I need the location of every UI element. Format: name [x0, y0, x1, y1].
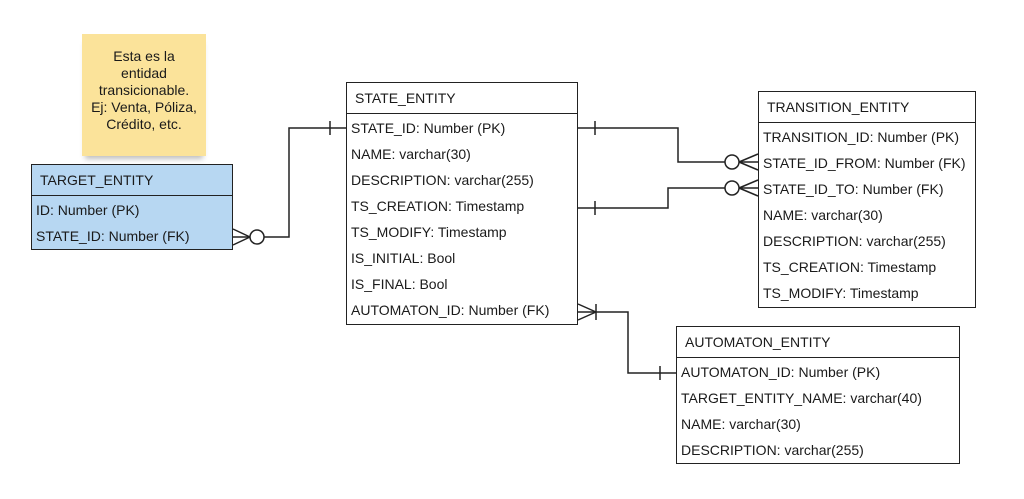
entity-field: IS_INITIAL: Bool	[351, 250, 456, 266]
entity-field: NAME: varchar(30)	[681, 416, 801, 432]
entity-field: NAME: varchar(30)	[351, 146, 471, 162]
entity-field: TS_CREATION: Timestamp	[351, 198, 525, 214]
state-to-transition-from-connector	[578, 121, 759, 171]
entity-field: TS_MODIFY: Timestamp	[763, 285, 919, 301]
entity-field: NAME: varchar(30)	[763, 207, 883, 223]
entity-field: TARGET_ENTITY_NAME: varchar(40)	[681, 390, 922, 406]
note-line: Crédito, etc.	[106, 116, 182, 132]
entity-header: TARGET_ENTITY	[32, 165, 232, 196]
entity-field: IS_FINAL: Bool	[351, 276, 448, 292]
entity-header: AUTOMATON_ENTITY	[677, 327, 959, 358]
state-entity-table[interactable]: STATE_ENTITY STATE_ID: Number (PK) NAME:…	[346, 82, 578, 325]
entity-field: TS_CREATION: Timestamp	[763, 259, 937, 275]
entity-field: TRANSITION_ID: Number (PK)	[763, 129, 960, 145]
entity-field: DESCRIPTION: varchar(255)	[351, 172, 534, 188]
entity-field: STATE_ID: Number (PK)	[351, 120, 506, 136]
entity-field: AUTOMATON_ID: Number (PK)	[681, 364, 881, 380]
entity-header: TRANSITION_ENTITY	[759, 92, 975, 123]
entity-header: STATE_ENTITY	[347, 83, 577, 114]
state-to-transition-to-connector	[578, 179, 759, 215]
entity-field: STATE_ID_FROM: Number (FK)	[763, 155, 966, 171]
entity-field: DESCRIPTION: varchar(255)	[681, 442, 864, 458]
state-to-automaton-connector	[577, 303, 676, 380]
sticky-note: Esta es la entidad transicionable. Ej: V…	[82, 34, 206, 156]
target-entity-table[interactable]: TARGET_ENTITY ID: Number (PK) STATE_ID: …	[31, 164, 233, 250]
entity-field: TS_MODIFY: Timestamp	[351, 224, 507, 240]
entity-field: AUTOMATON_ID: Number (FK)	[351, 302, 550, 318]
entity-field: ID: Number (PK)	[36, 202, 140, 218]
note-line: Ej: Venta, Póliza,	[91, 99, 197, 115]
note-line: transicionable.	[98, 82, 190, 98]
automaton-entity-table[interactable]: AUTOMATON_ENTITY AUTOMATON_ID: Number (P…	[676, 326, 960, 464]
entity-field: STATE_ID: Number (FK)	[36, 228, 190, 244]
entity-field: DESCRIPTION: varchar(255)	[763, 233, 946, 249]
target-to-state-connector	[232, 121, 346, 246]
note-line: Esta es la	[113, 48, 175, 64]
transition-entity-table[interactable]: TRANSITION_ENTITY TRANSITION_ID: Number …	[758, 91, 976, 308]
entity-field: STATE_ID_TO: Number (FK)	[763, 181, 944, 197]
note-line: entidad	[121, 65, 167, 81]
